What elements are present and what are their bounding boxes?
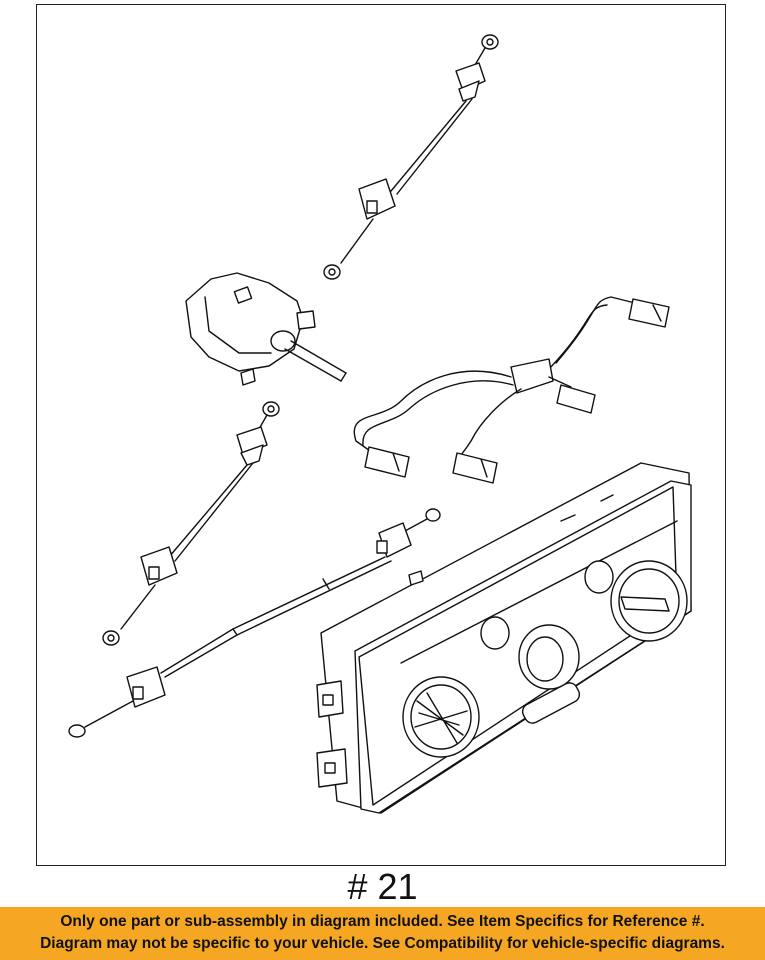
diagram-frame [36, 4, 726, 866]
actuator-motor [185, 272, 347, 386]
wiring-harness [353, 296, 670, 484]
disclaimer-line-2: Diagram may not be specific to your vehi… [40, 935, 725, 952]
diagram-number: # 21 [347, 866, 418, 907]
disclaimer-line-1: Only one part or sub-assembly in diagram… [60, 913, 705, 930]
control-cable-long [68, 508, 441, 738]
disclaimer-banner: Only one part or sub-assembly in diagram… [0, 907, 765, 960]
control-cable-middle [102, 401, 280, 646]
climate-control-panel [316, 462, 692, 814]
parts-diagram [68, 34, 692, 814]
control-cable-top [323, 34, 499, 280]
